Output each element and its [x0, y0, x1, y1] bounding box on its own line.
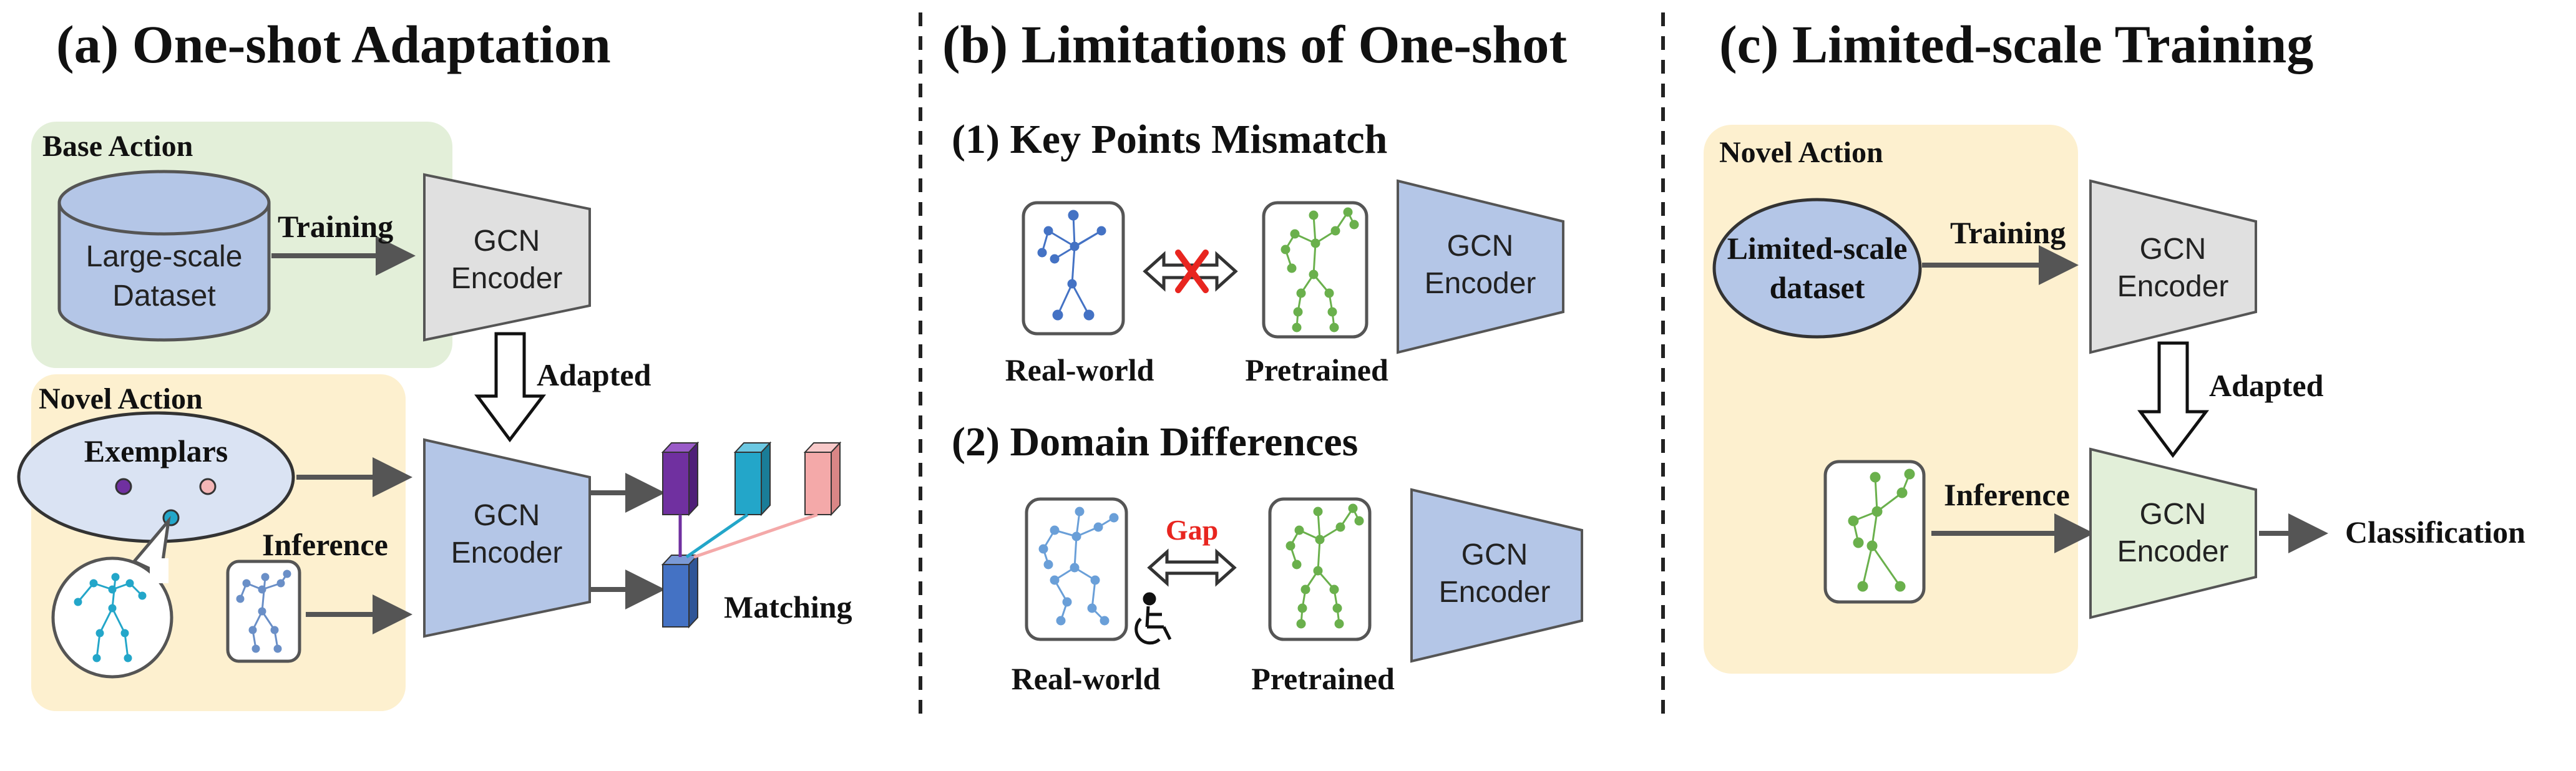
mismatch-cross-icon — [1175, 250, 1209, 293]
gcn-encoder-novel-a — [423, 438, 591, 638]
gcn-encoder-novel-label-2: Encoder — [451, 536, 563, 570]
real-world-skeleton-2-icon — [1038, 507, 1119, 626]
gcn-encoder-base — [423, 173, 591, 342]
key-points-mismatch-heading: (1) Key Points Mismatch — [952, 117, 1387, 162]
base-action-label: Base Action — [42, 130, 193, 163]
real-world-label-1: Real-world — [1005, 352, 1154, 387]
real-world-skeleton-1-icon — [1037, 210, 1106, 321]
classification-label: Classification — [2345, 515, 2525, 550]
exemplar-dot-purple — [115, 478, 132, 495]
domain-differences-heading: (2) Domain Differences — [952, 419, 1358, 465]
dataset-cylinder — [57, 170, 271, 342]
limited-dataset-label-2: dataset — [1770, 270, 1865, 305]
pretrained-card-1 — [1262, 201, 1368, 339]
pretrained-skeleton-2-icon — [1286, 503, 1364, 629]
gcn-encoder-b2 — [1410, 488, 1583, 663]
gcn-encoder-c2-label-2: Encoder — [2117, 535, 2229, 568]
exemplars-label: Exemplars — [84, 434, 228, 468]
feature-cube-cyan — [733, 441, 772, 516]
adapted-label-a: Adapted — [537, 357, 651, 392]
novel-action-label-a: Novel Action — [39, 382, 203, 415]
exemplar-dot-pink — [199, 478, 217, 495]
gcn-encoder-b1-label-1: GCN — [1447, 230, 1514, 263]
panel-c-title: (c) Limited-scale Training — [1719, 14, 2313, 74]
gap-double-arrow — [1147, 548, 1237, 587]
exemplars-ellipse — [17, 411, 295, 543]
pretrained-label-2: Pretrained — [1251, 661, 1395, 696]
adapted-label-c: Adapted — [2209, 368, 2324, 403]
adapted-arrow-c — [2137, 341, 2210, 458]
feature-cube-pink — [803, 441, 842, 516]
gcn-encoder-c1-label-1: GCN — [2140, 233, 2207, 266]
gcn-encoder-b1-label-2: Encoder — [1425, 267, 1536, 300]
pretrained-label-1: Pretrained — [1245, 352, 1388, 387]
match-line-pink — [693, 513, 818, 559]
gcn-encoder-c1 — [2089, 179, 2257, 354]
gap-label: Gap — [1166, 514, 1218, 546]
callout-bubble — [51, 556, 173, 679]
feature-cube-purple — [661, 441, 700, 516]
match-line-cyan — [685, 513, 749, 559]
inference-label-a: Inference — [262, 527, 388, 562]
gcn-encoder-base-label-2: Encoder — [451, 262, 563, 295]
limited-dataset-ellipse — [1712, 198, 1922, 339]
wheelchair-icon — [1134, 592, 1172, 645]
gcn-encoder-b2-label-1: GCN — [1461, 538, 1528, 571]
training-label-a: Training — [278, 209, 393, 244]
gcn-encoder-b2-label-2: Encoder — [1439, 576, 1551, 609]
gcn-encoder-novel-label-1: GCN — [474, 499, 540, 532]
matching-label: Matching — [724, 589, 852, 624]
gcn-encoder-base-label-1: GCN — [474, 225, 540, 258]
training-label-c: Training — [1950, 215, 2066, 250]
gcn-encoder-b1 — [1397, 179, 1564, 354]
feature-cube-query — [661, 553, 700, 629]
panel-a-title: (a) One-shot Adaptation — [56, 14, 611, 74]
novel-action-label-c: Novel Action — [1719, 136, 1883, 169]
cyan-skeleton-icon — [74, 573, 147, 662]
gcn-encoder-c2 — [2089, 447, 2257, 619]
dataset-label-line2: Dataset — [112, 279, 215, 313]
real-world-label-2: Real-world — [1012, 661, 1161, 696]
gcn-encoder-c2-label-1: GCN — [2140, 498, 2207, 531]
panel-b-title: (b) Limitations of One-shot — [942, 14, 1567, 74]
blue-skeleton-icon-a — [236, 570, 291, 653]
pretrained-skeleton-1-icon — [1281, 207, 1359, 332]
green-skeleton-icon-c — [1848, 468, 1915, 592]
inference-label-c: Inference — [1944, 477, 2070, 512]
gcn-encoder-c1-label-2: Encoder — [2117, 270, 2229, 303]
callout-join — [150, 558, 168, 583]
dataset-label-line1: Large-scale — [86, 240, 243, 273]
limited-dataset-label-1: Limited-scale — [1727, 231, 1908, 266]
adapted-arrow-a — [474, 332, 547, 443]
